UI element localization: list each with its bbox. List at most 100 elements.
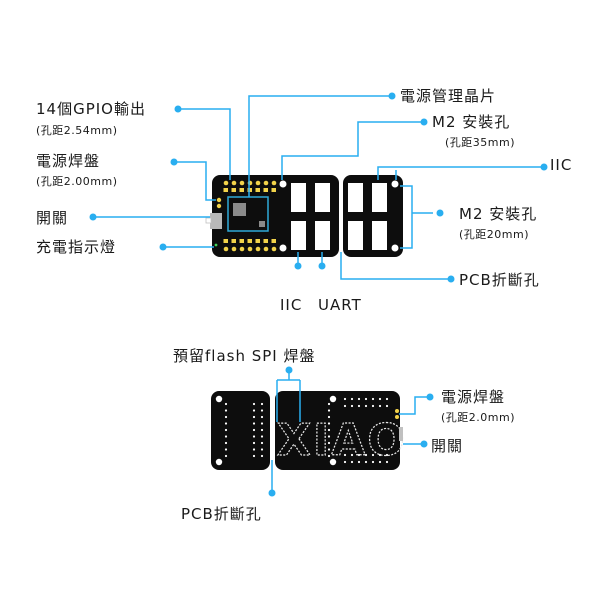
mount-hole <box>391 244 399 252</box>
label-power-pad-pitch: (孔距2.00mm) <box>36 175 118 188</box>
pin-dot <box>350 460 354 464</box>
pcb-break-holes-top <box>339 191 343 247</box>
pin-dot <box>385 397 389 401</box>
pin-dot <box>371 397 375 401</box>
pin-dot <box>260 441 264 445</box>
label-pcb-break-bottom: PCB折斷孔 <box>181 505 262 523</box>
pin-dot <box>385 460 389 464</box>
pin-dot <box>327 441 331 445</box>
pin-dot <box>343 460 347 464</box>
mount-hole <box>279 180 287 188</box>
pin-dot <box>252 448 256 451</box>
top-board-left-pcb <box>212 175 339 257</box>
switch-body <box>399 427 403 441</box>
grove-connectors-left <box>291 183 330 250</box>
pin-dot <box>350 453 354 457</box>
label-switch-bottom: 開關 <box>431 437 464 455</box>
pin-dot <box>260 448 264 451</box>
pin-dot <box>364 460 368 464</box>
pin-dot <box>252 441 256 445</box>
pin-dot <box>260 454 264 458</box>
pin-dot <box>371 460 375 464</box>
pin-dot <box>378 404 382 408</box>
pin-dot <box>385 453 389 457</box>
pin-dot <box>350 404 354 408</box>
pin-dot <box>327 448 331 451</box>
pin-dot <box>327 454 331 458</box>
pin-dot <box>343 453 347 457</box>
pin-dot <box>357 460 361 464</box>
pin-dot <box>378 397 382 401</box>
pmic-chip-outline <box>227 196 269 232</box>
pin-dot <box>371 453 375 457</box>
switch-knob <box>205 217 212 224</box>
pin-dot <box>378 453 382 457</box>
label-gpio: 14個GPIO輸出 <box>36 100 146 118</box>
pin-dot <box>350 397 354 401</box>
pin-dot <box>327 428 331 432</box>
bottom-board: XIAO <box>211 391 407 470</box>
label-switch: 開關 <box>36 209 69 227</box>
pin-dot <box>252 454 256 458</box>
charge-led <box>214 243 218 247</box>
power-pads <box>216 197 222 209</box>
pin-dot <box>252 409 256 412</box>
pin-dot <box>260 435 264 438</box>
pin-dot <box>224 422 228 425</box>
top-board <box>205 175 403 257</box>
bottom-leader-dots <box>268 366 434 497</box>
label-uart-bottom: UART <box>318 296 362 314</box>
pin-dot <box>357 404 361 408</box>
label-gpio-pitch: (孔距2.54mm) <box>36 124 118 137</box>
pin-dot <box>252 402 256 406</box>
pin-dot <box>371 404 375 408</box>
grove-connectors-right <box>348 183 387 250</box>
pin-dot <box>357 453 361 457</box>
gpio-pins-bottom <box>223 239 277 252</box>
bottom-board-right-pcb <box>275 391 400 470</box>
pin-dot <box>252 435 256 438</box>
xiao-silkscreen: XIAO <box>277 415 407 466</box>
pin-dot <box>252 415 256 419</box>
bottom-break-holes <box>270 403 274 462</box>
top-leader-dots <box>89 92 548 283</box>
pin-dot <box>224 441 228 445</box>
pin-dot <box>252 422 256 425</box>
pin-dot <box>364 397 368 401</box>
label-charge-led: 充電指示燈 <box>36 238 117 256</box>
pin-dot <box>260 428 264 432</box>
pin-dot <box>343 404 347 408</box>
label-iic-bottom: IIC <box>280 296 303 314</box>
label-iic-right: IIC <box>550 156 573 174</box>
label-flash-spi: 預留flash SPI 焊盤 <box>173 347 316 365</box>
label-power-pad-bottom: 電源焊盤 <box>441 388 506 406</box>
switch-body <box>210 213 222 229</box>
pin-dot <box>364 453 368 457</box>
pin-dot <box>327 409 331 412</box>
pin-dot <box>224 448 228 451</box>
power-pad <box>395 415 399 419</box>
pin-dot <box>260 422 264 425</box>
small-chip <box>259 221 265 227</box>
power-pad <box>395 409 399 413</box>
pin-dot <box>224 402 228 406</box>
bottom-mount-holes <box>215 395 337 466</box>
pin-dot <box>224 409 228 412</box>
pin-dot <box>327 422 331 425</box>
pin-dot <box>260 415 264 419</box>
pin-dot <box>357 397 361 401</box>
label-m2-35-pitch: (孔距35mm) <box>445 136 516 149</box>
top-leader-lines <box>93 95 544 280</box>
pin-dot <box>260 409 264 412</box>
label-pmic: 電源管理晶片 <box>400 87 497 105</box>
pin-dot <box>343 397 347 401</box>
pmic-chip <box>233 203 246 216</box>
pin-dot <box>385 404 389 408</box>
pin-dot <box>327 435 331 438</box>
pin-dot <box>224 428 228 432</box>
bottom-pin-dots <box>224 397 389 464</box>
label-power-pad-bottom-pitch: (孔距2.0mm) <box>441 411 516 424</box>
pin-dot <box>224 435 228 438</box>
label-power-pad: 電源焊盤 <box>36 152 101 170</box>
